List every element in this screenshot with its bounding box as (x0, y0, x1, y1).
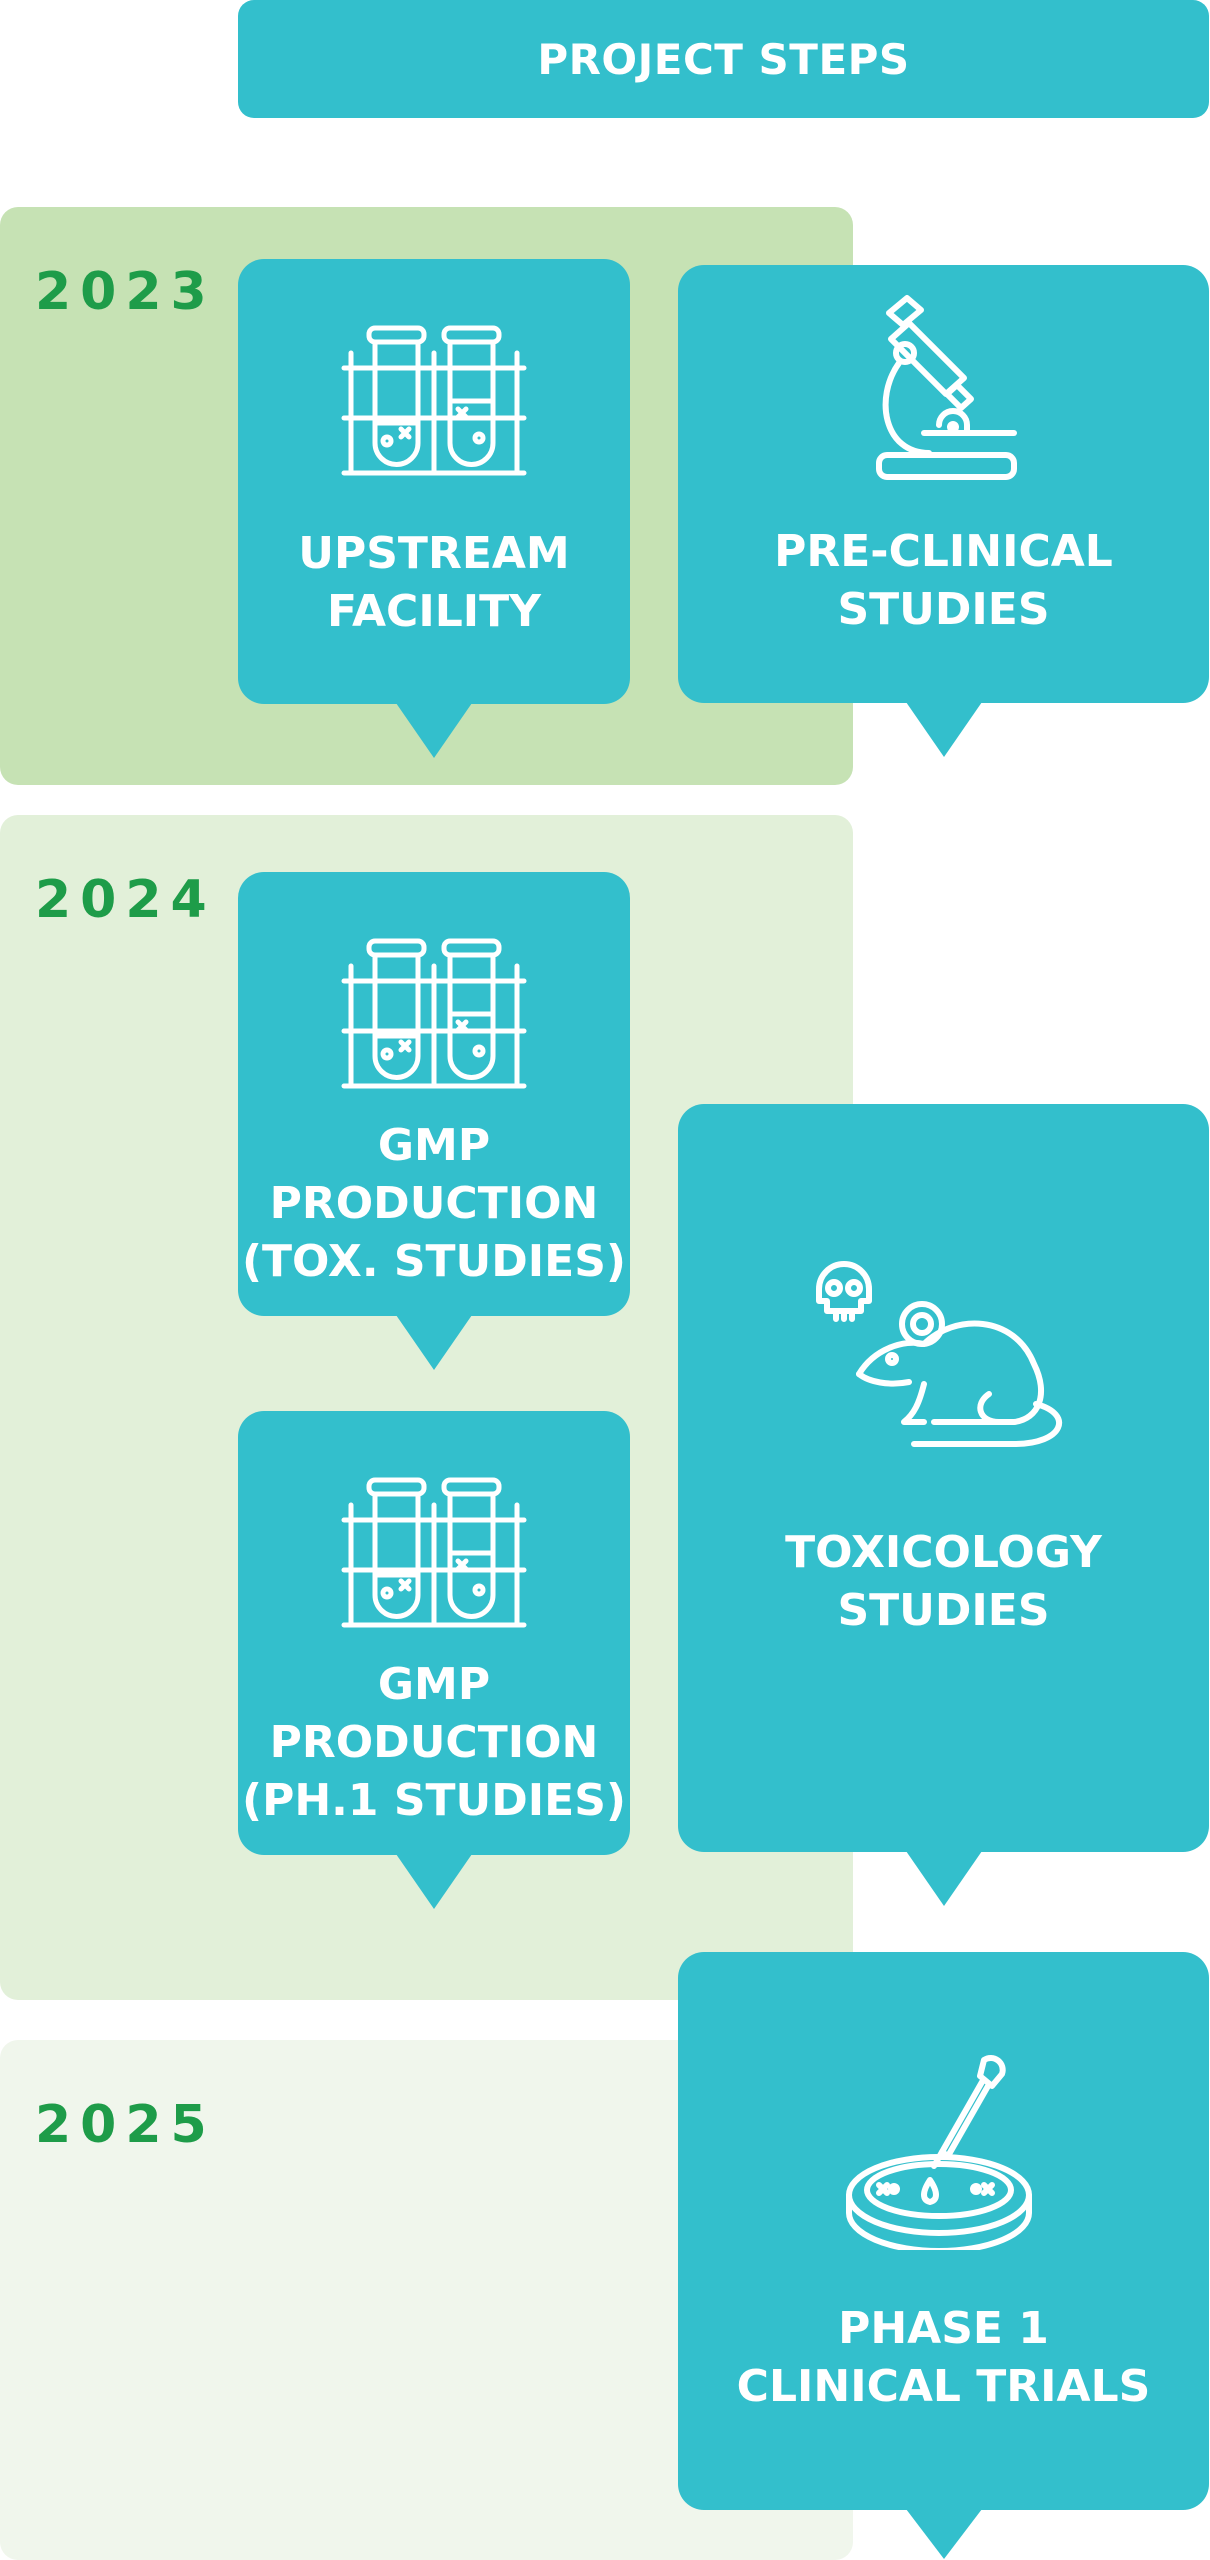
step-label-toxicology-studies: TOXICOLOGY STUDIES (785, 1527, 1102, 1636)
step-pointer-gmp-production-ph1 (396, 1854, 472, 1909)
step-pointer-toxicology-studies (906, 1851, 982, 1906)
petri-dish-pipette-icon (844, 2050, 1044, 2250)
year-label-2023: 2023 (35, 262, 216, 322)
step-label-upstream-facility: UPSTREAM FACILITY (298, 528, 570, 637)
step-pointer-gmp-production-tox (396, 1315, 472, 1370)
test-tubes-icon (339, 1475, 529, 1635)
header-title: PROJECT STEPS (537, 34, 910, 84)
step-card-toxicology-studies: TOXICOLOGY STUDIES (678, 1104, 1209, 1852)
step-card-upstream-facility: UPSTREAM FACILITY (238, 259, 630, 704)
test-tubes-icon (339, 936, 529, 1096)
step-label-pre-clinical-studies: PRE-CLINICAL STUDIES (774, 526, 1113, 635)
step-label-gmp-production-tox: GMP PRODUCTION (TOX. STUDIES) (241, 1120, 627, 1287)
step-pointer-phase-1-clinical-trials (906, 2509, 982, 2559)
step-card-gmp-production-tox: GMP PRODUCTION (TOX. STUDIES) (238, 872, 630, 1316)
step-label-phase-1-clinical-trials: PHASE 1 CLINICAL TRIALS (736, 2303, 1151, 2412)
step-label-gmp-production-ph1: GMP PRODUCTION (PH.1 STUDIES) (241, 1659, 626, 1826)
step-card-gmp-production-ph1: GMP PRODUCTION (PH.1 STUDIES) (238, 1411, 630, 1855)
project-steps-header: PROJECT STEPS (238, 0, 1209, 118)
step-pointer-upstream-facility (396, 703, 472, 758)
microscope-icon (869, 293, 1019, 483)
step-card-phase-1-clinical-trials: PHASE 1 CLINICAL TRIALS (678, 1952, 1209, 2510)
lab-mouse-skull-icon (814, 1254, 1074, 1454)
year-label-2024: 2024 (35, 870, 216, 930)
step-pointer-pre-clinical-studies (906, 702, 982, 757)
step-card-pre-clinical-studies: PRE-CLINICAL STUDIES (678, 265, 1209, 703)
test-tubes-icon (339, 323, 529, 483)
year-label-2025: 2025 (35, 2095, 216, 2155)
